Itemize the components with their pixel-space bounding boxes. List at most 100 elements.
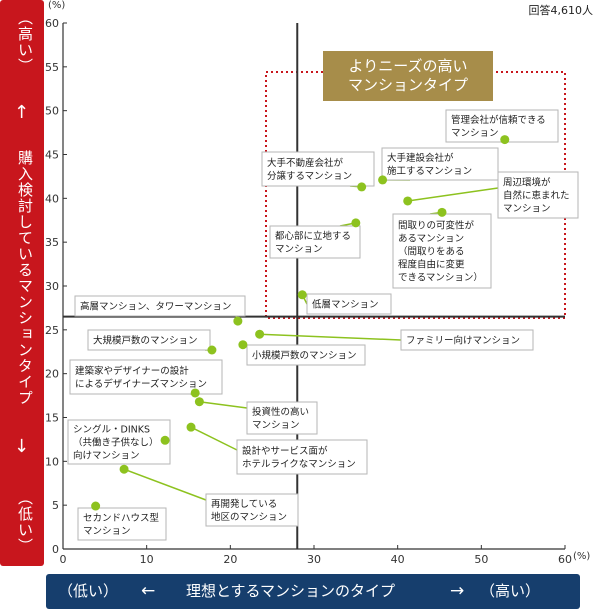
arrow-left-icon: ← (141, 581, 156, 601)
point-label-text: 管理会社が信頼できる (451, 114, 546, 126)
x-tick-label: 0 (60, 553, 67, 566)
y-axis-low: （低い） (16, 490, 34, 554)
leader-line (190, 426, 238, 451)
data-point (194, 397, 204, 407)
point-label-text: 周辺環境が (503, 177, 551, 189)
point-label-text: 大手不動産会社が (267, 157, 344, 169)
point-label-text: マンション (503, 204, 551, 215)
data-point (207, 345, 217, 355)
leader-line (123, 468, 207, 501)
point-label-box (392, 213, 492, 289)
point-label-text: セカンドハウス型 (83, 513, 160, 524)
y-tick-label: 45 (45, 149, 59, 162)
y-axis-label: 購入検討しているマンションタイプ (16, 149, 34, 406)
respondent-count: 回答4,610人 (528, 4, 594, 17)
point-label-text: 向けマンション (73, 450, 140, 462)
leader-line (259, 333, 402, 341)
arrow-down-icon: ↓ (13, 436, 31, 457)
point-label-text: マンション (252, 420, 300, 431)
leader-line (199, 400, 248, 409)
point-label-text: シングル・DINKS (73, 424, 150, 436)
data-point (238, 340, 248, 350)
point-label-text: ファミリー向けマンション (406, 335, 520, 347)
point-label-box (269, 225, 361, 259)
y-tick-label: 20 (45, 368, 59, 381)
point-label-text: 地区のマンション (211, 511, 287, 523)
point-label-text: マンション (83, 526, 131, 537)
x-tick-label: 10 (140, 553, 154, 566)
data-point (233, 316, 243, 326)
data-point (186, 422, 196, 432)
point-label: ファミリー向けマンション (400, 329, 534, 351)
point-label-box (87, 329, 211, 351)
y-tick-label: 0 (52, 543, 59, 556)
y-tick-label: 35 (45, 236, 59, 249)
data-point (378, 175, 388, 185)
point-labels: 管理会社が信頼できるマンション大手建設会社が施工するマンション大手不動産会社が分… (67, 109, 579, 541)
point-label: 小規模戸数のマンション (246, 344, 366, 366)
point-label-text: 自然に恵まれた (503, 190, 570, 202)
point-label-box (205, 493, 299, 527)
point-label-box (261, 151, 375, 187)
point-label-text: マンション (451, 128, 499, 139)
leader-line (407, 187, 499, 202)
x-axis-high: （高い） (480, 582, 541, 600)
x-tick-label: 40 (391, 553, 405, 566)
x-axis-panel: （低い） ← 理想とするマンションのタイプ → （高い） (46, 574, 580, 609)
point-label-box (400, 329, 534, 351)
data-point (357, 182, 367, 192)
point-label-text: 施工するマンション (387, 165, 472, 177)
y-unit: (%) (48, 0, 66, 11)
y-tick-label: 25 (45, 324, 59, 337)
point-label: シングル・DINKS（共働き子供なし）向けマンション (67, 419, 171, 465)
point-label-text: マンション (275, 244, 323, 255)
highlight-title-line2: マンションタイプ (347, 76, 468, 94)
point-label-text: 程度自由に変更 (398, 259, 465, 271)
point-label-box (77, 507, 167, 541)
point-label-box (246, 401, 318, 435)
point-label-text: 高層マンション、タワーマンション (80, 301, 231, 313)
data-point (500, 135, 510, 145)
point-label: 高層マンション、タワーマンション (74, 295, 246, 317)
data-point (255, 329, 265, 339)
x-tick-label: 50 (474, 553, 488, 566)
point-label-text: できるマンション） (398, 272, 483, 284)
point-label-text: あるマンション (398, 234, 464, 245)
point-label: 低層マンション (306, 293, 392, 315)
y-tick-label: 55 (45, 61, 59, 74)
point-label-box (497, 171, 579, 219)
y-tick-label: 15 (45, 412, 59, 425)
x-tick-label: 20 (223, 553, 237, 566)
data-point (403, 196, 413, 206)
y-tick-label: 60 (45, 17, 59, 30)
point-label-text: 建築家やデザイナーの設計 (75, 365, 189, 377)
highlight-title: よりニーズの高い マンションタイプ (323, 51, 493, 101)
arrow-right-icon: → (450, 581, 465, 601)
y-axis-panel: （高い） ↑ 購入検討しているマンションタイプ ↓ （低い） (0, 0, 44, 566)
point-label-box (236, 439, 368, 475)
x-tick-label: 60 (558, 553, 572, 566)
x-unit: (%) (573, 551, 591, 562)
point-label-box (69, 359, 223, 395)
y-axis-high: （高い） (16, 10, 34, 74)
point-label-box (306, 293, 392, 315)
point-label-box (74, 295, 246, 317)
data-point (91, 501, 101, 511)
point-label-text: によるデザイナーズマンション (75, 378, 207, 390)
point-label: 大規模戸数のマンション (87, 329, 211, 351)
data-point (437, 207, 447, 217)
point-label-text: ホテルライクなマンション (242, 459, 356, 470)
data-point (160, 435, 170, 445)
point-label-text: 間取りの可変性が (398, 220, 475, 232)
point-label-text: （共働き子供なし） (73, 437, 159, 449)
point-label-text: 再開発している (211, 498, 277, 510)
point-label-text: 小規模戸数のマンション (252, 350, 357, 362)
y-tick-label: 10 (45, 455, 59, 468)
